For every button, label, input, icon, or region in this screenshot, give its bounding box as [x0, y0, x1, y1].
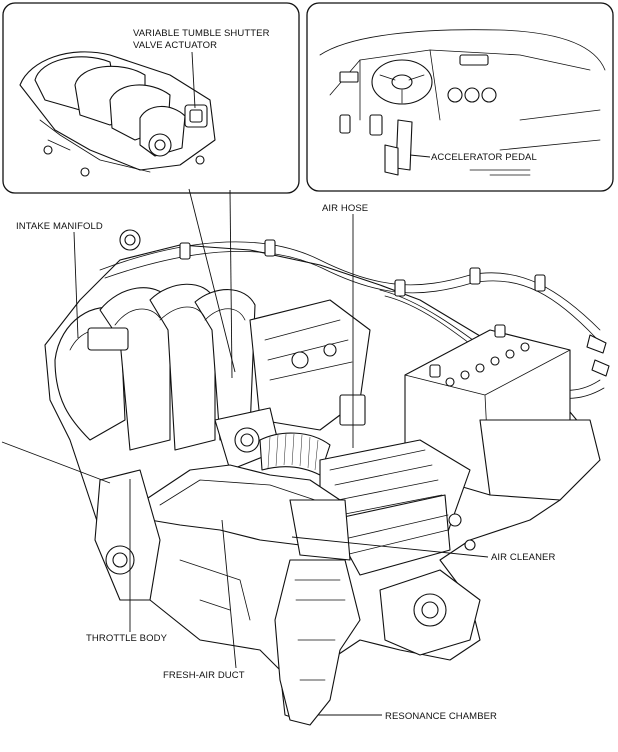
label-air-cleaner: AIR CLEANER	[491, 552, 555, 563]
label-throttle-body: THROTTLE BODY	[86, 633, 168, 644]
label-resonance-chamber: RESONANCE CHAMBER	[385, 711, 497, 722]
leader-variable-tumble	[191, 51, 196, 109]
engine-assembly	[44, 229, 610, 726]
leader-accelerator-pedal	[409, 154, 431, 158]
inset-cabin	[306, 2, 614, 192]
leader-lines	[1, 188, 489, 716]
label-accelerator-pedal: ACCELERATOR PEDAL	[431, 152, 537, 163]
inset-intake-manifold	[2, 2, 300, 194]
label-variable-tumble-line2: VALVE ACTUATOR	[133, 40, 217, 51]
battery-caps	[445, 342, 530, 387]
label-fresh-air-duct: FRESH-AIR DUCT	[163, 670, 245, 681]
label-air-hose: AIR HOSE	[322, 203, 368, 214]
label-intake-manifold: INTAKE MANIFOLD	[16, 221, 103, 232]
label-variable-tumble-line1: VARIABLE TUMBLE SHUTTER	[133, 28, 270, 39]
